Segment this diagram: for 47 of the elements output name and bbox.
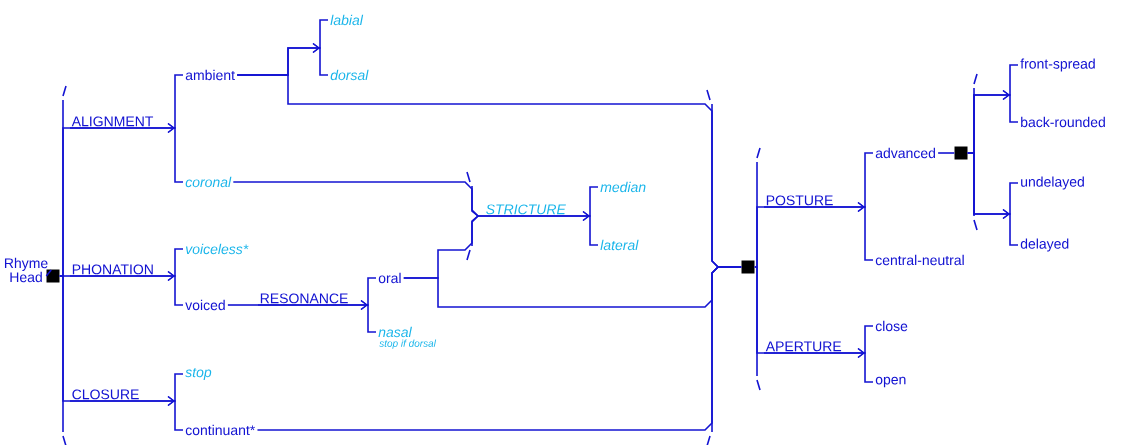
feature-label: stop xyxy=(185,368,212,380)
entry-label: Rhyme Head xyxy=(5,257,48,283)
feature-label: undelayed xyxy=(1021,176,1084,190)
feature-label: front-spread xyxy=(1020,58,1095,72)
junction-box xyxy=(954,146,968,160)
system-label: RESONANCE xyxy=(260,293,348,304)
system-label: PHONATION xyxy=(72,264,153,275)
feature-label: ambient xyxy=(185,69,235,81)
connector xyxy=(45,269,52,277)
feature-label: oral xyxy=(378,272,401,284)
system-label: APERTURE xyxy=(765,341,842,352)
feature-label: labial xyxy=(330,14,364,26)
connector xyxy=(763,201,874,261)
connector xyxy=(753,206,765,268)
feature-label: back-rounded xyxy=(1021,116,1105,128)
connector xyxy=(483,210,599,246)
connector xyxy=(937,152,956,154)
connector xyxy=(256,266,743,431)
feature-label: voiced xyxy=(185,299,225,311)
connector xyxy=(763,347,874,383)
junction-box xyxy=(741,260,755,274)
system-label: ALIGNMENT xyxy=(71,116,154,127)
feature-label: delayed xyxy=(1020,238,1069,252)
feature-label: continuant* xyxy=(185,424,256,436)
connector xyxy=(227,304,259,306)
feature-label: advanced xyxy=(875,147,935,159)
feature-label: lateral xyxy=(600,239,639,251)
connector xyxy=(257,299,377,333)
system-label: STRICTURE xyxy=(486,204,566,215)
connector xyxy=(966,152,1019,246)
feature-label: voiceless* xyxy=(185,243,249,255)
connector xyxy=(58,275,71,402)
feature-label: dorsal xyxy=(330,69,369,81)
system-label: POSTURE xyxy=(766,195,833,206)
feature-label: close xyxy=(875,320,908,332)
connector xyxy=(69,270,184,306)
connector xyxy=(69,122,184,183)
feature-label: nasal xyxy=(378,326,412,338)
note-text: stop if dorsal xyxy=(379,339,437,349)
feature-label: median xyxy=(600,181,646,193)
feature-label: coronal xyxy=(185,176,232,188)
connector xyxy=(753,266,765,354)
feature-label: central-neutral xyxy=(875,254,964,266)
connector xyxy=(69,395,184,431)
feature-label: open xyxy=(875,376,906,388)
system-label: CLOSURE xyxy=(72,389,139,400)
junction-box xyxy=(46,269,60,283)
